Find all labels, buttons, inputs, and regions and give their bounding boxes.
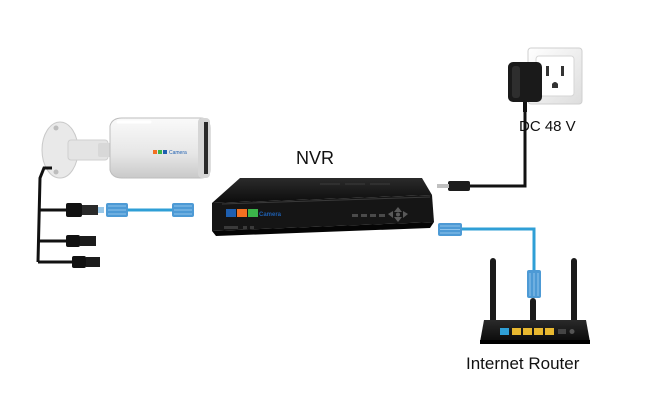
nvr-recorder-icon: Camera (212, 178, 434, 236)
router-ports (500, 328, 575, 335)
camera-brand-text: Camera (169, 150, 187, 156)
power-label: DC 48 V (519, 118, 576, 135)
nvr-brand-logo: Camera (226, 209, 282, 218)
camera-ethernet-plug-icon (66, 203, 104, 217)
nvr-brand-text: Camera (259, 212, 282, 218)
wifi-router-icon (480, 258, 590, 344)
nvr-front-buttons (352, 207, 408, 222)
bullet-camera-icon: Camera (109, 117, 211, 179)
power-adapter-icon (508, 62, 542, 112)
nvr-label: NVR (296, 148, 335, 168)
camera-nvr-ethernet-cable (106, 203, 194, 217)
camera-mount-icon (41, 121, 112, 179)
nvr-router-ethernet-cable (438, 223, 541, 298)
camera: Camera (36, 117, 211, 268)
camera-aux-plug-icon (72, 256, 100, 268)
power-cable (437, 112, 527, 191)
camera-power-plug-icon (66, 235, 96, 247)
camera-pigtail-cables (36, 166, 72, 264)
router-label: Internet Router (466, 354, 580, 373)
